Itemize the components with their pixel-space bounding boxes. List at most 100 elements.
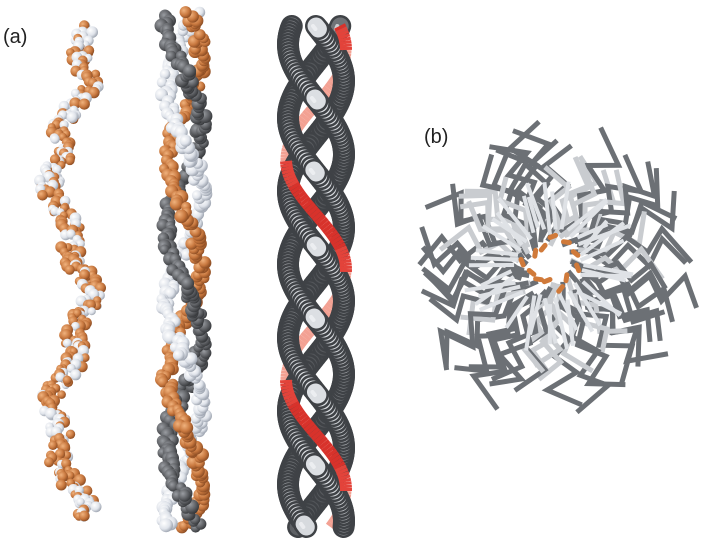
ribbon-segment xyxy=(299,413,301,416)
orange-atom xyxy=(65,265,75,275)
ribbon-segment xyxy=(307,332,309,335)
ribbon-segment xyxy=(287,170,288,173)
ribbon-segment xyxy=(318,437,321,440)
white-atom xyxy=(159,518,173,532)
ribbon-segment xyxy=(286,371,287,374)
ribbon-segment xyxy=(306,422,308,425)
tube-highlight xyxy=(312,392,314,395)
ribbon-segment xyxy=(338,464,340,467)
white-atom xyxy=(88,307,96,315)
ribbon-segment xyxy=(304,200,306,203)
ribbon-segment xyxy=(293,404,295,407)
orange-atom xyxy=(170,197,183,210)
ribbon-segment xyxy=(328,449,330,452)
stick-bond-inner xyxy=(581,275,632,276)
ribbon-segment xyxy=(309,206,312,209)
orange-atom xyxy=(180,6,192,18)
ribbon-segment xyxy=(339,245,341,248)
orange-bond xyxy=(550,235,556,237)
ribbon-segment xyxy=(287,386,288,389)
ribbon-segment xyxy=(341,248,342,251)
ribbon-segment xyxy=(330,305,332,308)
ribbon-segment xyxy=(302,197,304,200)
orange-bond xyxy=(564,242,570,243)
tube-highlight xyxy=(311,317,313,320)
orange-atom xyxy=(63,376,72,385)
white-atom xyxy=(67,111,79,123)
ribbon-segment xyxy=(337,242,339,245)
orange-atom xyxy=(48,441,57,450)
ribbon-segment xyxy=(345,260,346,263)
ribbon-segment xyxy=(335,458,337,461)
tube-highlight xyxy=(312,98,314,101)
orange-atom xyxy=(44,457,54,467)
ribbon-segment xyxy=(322,221,325,224)
dark-atom xyxy=(183,64,196,77)
ribbon-segment xyxy=(310,428,313,431)
orange-bond xyxy=(541,245,545,250)
ribbon-segment xyxy=(326,446,328,449)
ribbon-segment xyxy=(308,425,311,428)
ribbon-segment xyxy=(292,182,294,185)
ribbon-segment xyxy=(316,434,319,437)
white-atom xyxy=(70,369,81,380)
white-atom xyxy=(180,135,192,147)
axial-view-model xyxy=(421,123,696,410)
ribbon-segment xyxy=(323,443,325,446)
white-atom xyxy=(91,501,102,512)
ribbon-segment xyxy=(287,167,288,170)
ribbon-segment xyxy=(329,230,331,233)
ribbon-segment xyxy=(319,218,322,221)
orange-atom xyxy=(174,209,188,223)
orange-bond xyxy=(529,271,534,275)
white-atom xyxy=(173,349,185,361)
ribbon-segment xyxy=(313,431,316,434)
triple-chain-model xyxy=(155,6,213,533)
ribbon-segment xyxy=(297,191,299,194)
ribbon-segment xyxy=(301,416,303,419)
ribbon-segment xyxy=(343,35,344,38)
ribbon-segment xyxy=(291,179,292,182)
ribbon-segment xyxy=(321,440,324,443)
ribbon-segment xyxy=(300,341,302,344)
ribbon-segment xyxy=(333,455,335,458)
ribbon-segment xyxy=(295,407,297,410)
ribbon-segment xyxy=(331,233,333,236)
triple-helix-tube-model xyxy=(285,26,346,527)
ribbon-segment xyxy=(326,89,328,92)
tube-highlight xyxy=(311,464,313,467)
panel-a-label: (a) xyxy=(3,26,27,49)
ribbon-segment xyxy=(344,476,345,479)
orange-bond xyxy=(559,287,563,292)
ribbon-segment xyxy=(288,173,289,176)
white-atom xyxy=(50,134,60,144)
ribbon-segment xyxy=(342,251,343,254)
ribbon-segment xyxy=(330,524,332,527)
ribbon-segment xyxy=(342,32,343,35)
ribbon-segment xyxy=(287,389,288,392)
ribbon-segment xyxy=(302,338,304,341)
ribbon-segment xyxy=(343,473,344,476)
ribbon-segment xyxy=(295,188,297,191)
ribbon-segment xyxy=(344,257,345,260)
ribbon-segment xyxy=(303,419,305,422)
ribbon-segment xyxy=(327,308,329,311)
ribbon-segment xyxy=(306,203,308,206)
ribbon-segment xyxy=(302,119,304,122)
ribbon-segment xyxy=(289,176,290,179)
single-chain-model xyxy=(34,20,106,521)
orange-bond xyxy=(566,275,567,281)
ribbon-segment xyxy=(337,461,339,464)
orange-atom xyxy=(79,99,90,110)
ribbon-segment xyxy=(305,335,307,338)
ribbon-segment xyxy=(343,254,344,257)
orange-atom xyxy=(79,511,90,522)
orange-bond xyxy=(535,250,536,256)
orange-bond xyxy=(544,280,550,282)
ribbon-segment xyxy=(311,209,314,212)
orange-bond xyxy=(521,259,523,265)
ribbon-segment xyxy=(341,470,342,473)
ribbon-segment xyxy=(345,479,346,482)
